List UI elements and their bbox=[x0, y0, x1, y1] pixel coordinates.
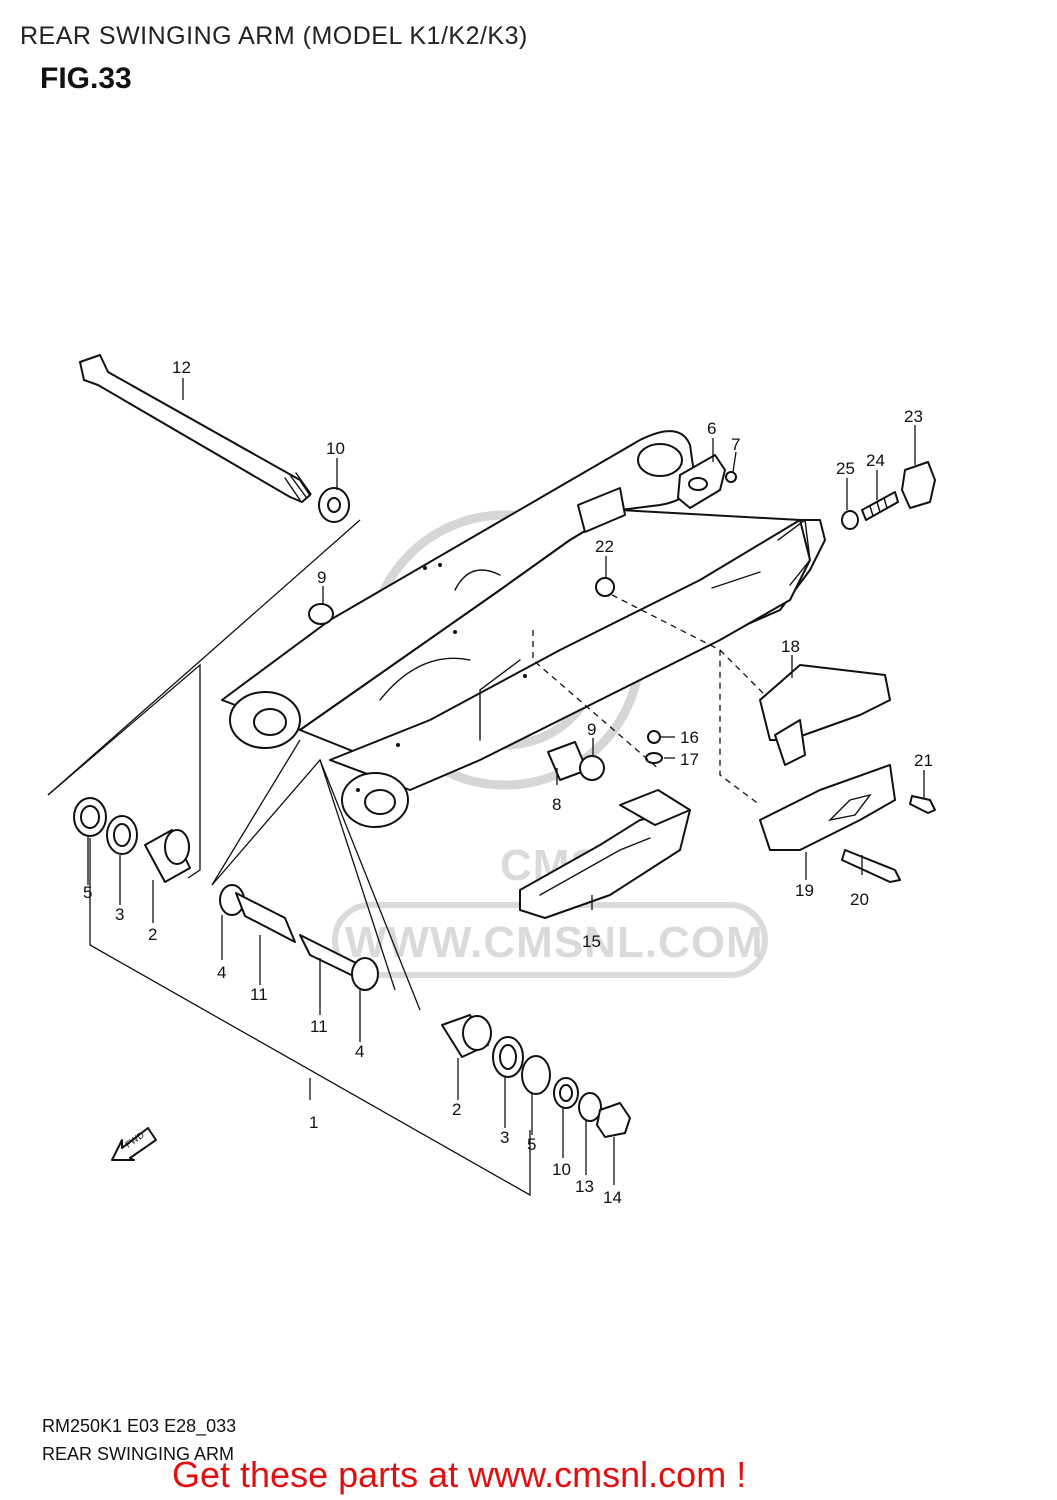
seal-right bbox=[579, 755, 605, 781]
spacer-collar-right bbox=[351, 957, 379, 991]
chain-adjuster-block bbox=[901, 461, 936, 509]
page-title: REAR SWINGING ARM (MODEL K1/K2/K3) bbox=[20, 22, 528, 50]
callout-p11a: 11 bbox=[250, 985, 268, 1004]
callout-p25: 25 bbox=[836, 459, 855, 478]
callout-p5b: 5 bbox=[527, 1135, 536, 1154]
callout-p12: 12 bbox=[172, 358, 191, 377]
callout-p1: 1 bbox=[309, 1113, 318, 1132]
long-bolt bbox=[841, 849, 901, 883]
callout-p19: 19 bbox=[795, 881, 814, 900]
callout-p18: 18 bbox=[781, 637, 800, 656]
chain-guide-lower bbox=[759, 764, 896, 851]
callout-p17: 17 bbox=[680, 750, 699, 769]
spacer-11-left bbox=[235, 892, 296, 943]
callout-p23: 23 bbox=[904, 407, 923, 426]
callout-p10a: 10 bbox=[326, 439, 345, 458]
nut-22 bbox=[595, 577, 615, 597]
callout-p8: 8 bbox=[552, 795, 561, 814]
chain-slider bbox=[519, 809, 691, 919]
seal-top bbox=[308, 603, 334, 625]
forward-direction-arrow: FWD bbox=[111, 1127, 157, 1161]
callout-p22: 22 bbox=[595, 537, 614, 556]
watermark-url: WWW.CMSNL.COM bbox=[345, 918, 764, 967]
figure-number: FIG.33 bbox=[40, 62, 132, 95]
diagram-code: RM250K1 E03 E28_033 bbox=[42, 1416, 237, 1436]
callout-p4a: 4 bbox=[217, 963, 226, 982]
screw-16 bbox=[647, 730, 661, 744]
pivot-shaft bbox=[79, 354, 312, 503]
callout-p9a: 9 bbox=[317, 568, 326, 587]
callout-p16: 16 bbox=[680, 728, 699, 747]
leader-lines bbox=[47, 378, 925, 1197]
guide-bolt bbox=[909, 795, 936, 814]
adjuster-nut bbox=[841, 510, 859, 530]
callout-p7: 7 bbox=[731, 435, 740, 454]
callout-p3b: 3 bbox=[500, 1128, 509, 1147]
callout-p3a: 3 bbox=[115, 905, 124, 924]
small-bolt bbox=[725, 471, 737, 483]
diagram-name: REAR SWINGING ARM bbox=[42, 1444, 235, 1464]
callout-p21: 21 bbox=[914, 751, 933, 770]
callout-p4b: 4 bbox=[355, 1042, 364, 1061]
washer-13 bbox=[578, 1092, 602, 1122]
chain-guide-upper bbox=[759, 664, 891, 741]
adjuster-bolt bbox=[861, 491, 899, 521]
callout-p15: 15 bbox=[582, 932, 601, 951]
swinging-arm bbox=[221, 430, 826, 828]
washer-17 bbox=[645, 752, 663, 764]
callout-p11b: 11 bbox=[310, 1017, 328, 1036]
callout-p9b: 9 bbox=[587, 720, 596, 739]
callout-p13: 13 bbox=[575, 1177, 594, 1196]
promo-link[interactable]: Get these parts at www.cmsnl.com ! bbox=[172, 1454, 747, 1495]
callout-p24: 24 bbox=[866, 451, 885, 470]
callout-p2a: 2 bbox=[148, 925, 157, 944]
callout-p5a: 5 bbox=[83, 883, 92, 902]
callouts: 1 2 2 3 3 4 4 5 5 6 7 8 9 9 10 10 11 11 … bbox=[83, 358, 933, 1207]
callout-p10b: 10 bbox=[552, 1160, 571, 1179]
callout-p2b: 2 bbox=[452, 1100, 461, 1119]
pivot-nut bbox=[596, 1102, 631, 1138]
callout-p14: 14 bbox=[603, 1188, 622, 1207]
callout-p6: 6 bbox=[707, 419, 716, 438]
oil-seal-right bbox=[521, 1055, 551, 1095]
callout-p20: 20 bbox=[850, 890, 869, 909]
